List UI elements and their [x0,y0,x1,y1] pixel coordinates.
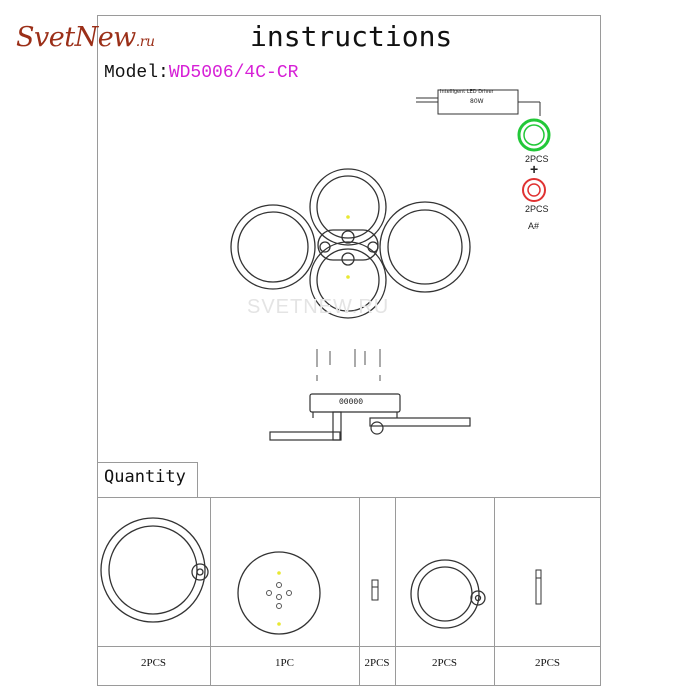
col-divider [359,497,360,686]
col-divider [395,497,396,686]
green-ring-inner [523,124,545,146]
ring-top-inner [316,175,380,239]
model-line: Model:WD5006/4C-CR [104,63,298,83]
table-top-line [97,497,601,498]
red-ring-outer [522,178,546,202]
part-small-ring [410,559,486,629]
green-ring-outer [517,118,551,152]
joint [370,421,384,435]
ring-right-inner [387,209,463,285]
watermark: SVETNEW.RU [247,296,390,318]
center-joint-top [341,230,355,244]
led-driver-diagram [416,89,541,116]
center-joint-bottom [341,252,355,266]
ring-outer [100,517,206,623]
ring-outer [410,559,480,629]
ring-joint [470,590,486,606]
part-canopy-plate [237,551,321,635]
green-ring-qty: 2PCS [525,154,549,164]
plate-outline [237,551,321,635]
qty-cell: 1PC [275,657,294,669]
canopy-label: 00000 [339,398,364,407]
lamp-top-view [230,168,471,319]
part-long-rod [535,569,542,605]
plate-hole [276,603,282,609]
ring-joint-hole [196,568,204,576]
ring-joint-hole [474,594,482,602]
page-frame [97,15,601,686]
logo-domain: .ru [135,34,155,50]
ring-bottom-outer [309,241,387,319]
plate-hole [276,582,282,588]
qty-cell: 2PCS [140,657,167,669]
lamp-side-view [269,393,471,441]
plate-hole [266,590,272,596]
driver-label: Intelligent LED Driver [440,89,494,95]
canopy-box [309,393,401,413]
qty-cell: 2PCS [431,657,458,669]
red-ring-inner [527,183,541,197]
remote-rings [517,118,551,202]
center-joint-left [319,241,331,253]
ring-top-outer [309,168,387,246]
ring-left-inner [237,211,309,283]
page-title: instructions [250,20,453,53]
driver-box [437,89,519,115]
col-divider [494,497,495,686]
model-label: Model: [104,63,169,83]
ring-inner [417,566,473,622]
ring-bottom-inner [316,248,380,312]
screws-diagram [316,349,381,381]
plus-sign: + [530,161,539,177]
ring-inner [108,525,198,615]
col-divider [210,497,211,686]
red-ring-qty: 2PCS [525,204,549,214]
brand-logo[interactable]: SvetNew.ru [16,22,155,53]
table-foot-line [97,646,601,647]
model-code: WD5006/4C-CR [168,63,299,83]
yellow-dot [346,275,350,279]
ring-right-outer [379,201,471,293]
rod-outline [535,569,542,605]
ring-joint [191,563,209,581]
part-code: A# [528,221,540,231]
yellow-dot [277,622,281,626]
qty-cell: 2PCS [534,657,561,669]
plate-hole [276,594,282,600]
arm-left [269,431,341,441]
driver-power: 80W [470,98,484,105]
plate-hole [286,590,292,596]
quantity-header: Quantity [97,462,198,497]
arm-right [369,417,471,427]
yellow-dot [277,571,281,575]
yellow-dot [346,215,350,219]
qty-cell: 2PCS [364,657,390,669]
part-short-rod [371,579,379,601]
part-large-ring [100,517,209,623]
center-joint-right [367,241,379,253]
logo-text: SvetNew [16,22,136,53]
rod-outline [371,579,379,601]
ring-left-outer [230,204,316,290]
